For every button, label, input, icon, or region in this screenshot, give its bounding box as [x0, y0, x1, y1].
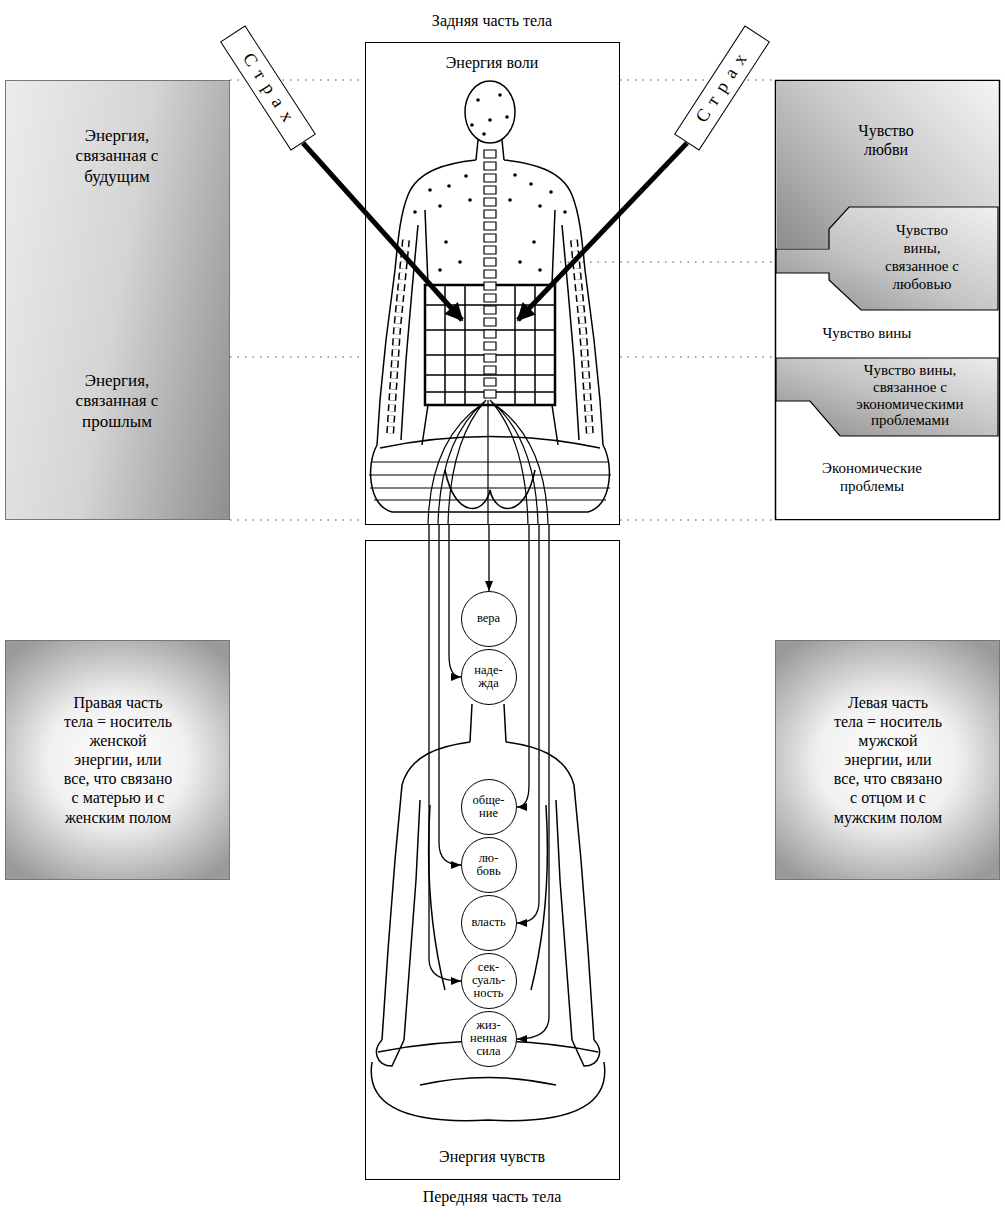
energy-label: Энергия воли — [366, 53, 618, 72]
front-frame: Энергия чувствПередняя часть телаверанад… — [365, 540, 620, 1180]
energy-arrow — [429, 525, 461, 981]
circle-label: жиз- ненная сила — [468, 1019, 509, 1058]
feeling-tab: Чувство вины, связанное с экономическими… — [776, 357, 999, 437]
spine — [484, 150, 496, 398]
side-panel: Правая часть тела = носитель женской эне… — [5, 640, 230, 880]
panel-border — [776, 81, 1000, 520]
panel-text: Энергия, связанная с будущим — [70, 126, 164, 187]
band-text: Чувство вины, связанное с экономическими… — [840, 362, 980, 429]
value-circle: обще- ние — [461, 779, 517, 835]
energy-arrow — [449, 525, 461, 677]
figure-head — [465, 81, 515, 143]
circle-label: сек- суаль- ность — [468, 961, 509, 1000]
energy-dots — [413, 93, 567, 272]
circle-label: вера — [468, 612, 509, 625]
side-panel: Левая часть тела = носитель мужской энер… — [775, 640, 1000, 880]
value-circle: жиз- ненная сила — [461, 1011, 517, 1067]
feeling-tab: Чувство вины, связанное с любовью — [776, 205, 999, 312]
value-circle: сек- суаль- ность — [461, 953, 517, 1009]
leg-lines — [369, 462, 611, 500]
fear-label: Страх — [677, 29, 764, 147]
band-text: Чувство вины, связанное с любовью — [877, 221, 967, 293]
band-text: Чувство любви — [845, 121, 927, 159]
value-circle: наде- жда — [461, 649, 517, 705]
frame-heading: Передняя часть тела — [366, 1187, 618, 1206]
fear-arrow — [303, 143, 462, 320]
figure-back-outline — [371, 140, 610, 512]
energy-arrow — [517, 525, 539, 923]
feeling-band: Чувство вины — [777, 312, 998, 357]
band-text: Чувство вины — [802, 324, 932, 342]
energy-arrow — [488, 525, 489, 591]
value-circle: вера — [461, 591, 517, 647]
fear-arrow — [518, 143, 687, 320]
fear-bar: Страх — [674, 25, 770, 150]
radiating-energy — [428, 400, 548, 525]
figure-front-outline — [371, 704, 605, 1121]
energy-arrow — [439, 525, 461, 865]
panel-text: Левая часть тела = носитель мужской энер… — [832, 693, 944, 827]
energy-arrow — [517, 525, 529, 807]
time-panel: Энергия, связанная с будущимЭнергия, свя… — [5, 80, 230, 520]
feeling-band: Экономические проблемы — [777, 437, 998, 519]
energy-arrow — [517, 525, 549, 1039]
circle-label: наде- жда — [468, 664, 509, 690]
panel-text: Правая часть тела = носитель женской эне… — [62, 693, 174, 827]
band-shape — [776, 207, 998, 310]
circle-label: лю- бовь — [468, 852, 509, 878]
value-circle: власть — [461, 895, 517, 951]
band-text: Экономические проблемы — [802, 459, 942, 495]
circle-label: власть — [468, 916, 509, 929]
circle-label: обще- ние — [468, 794, 509, 820]
energy-label: Энергия чувств — [366, 1147, 618, 1166]
fear-bar: Страх — [220, 25, 316, 150]
band-shape — [776, 358, 998, 436]
frame-heading: Задняя часть тела — [366, 11, 618, 30]
value-circle: лю- бовь — [461, 837, 517, 893]
panel-text: Энергия, связанная с прошлым — [70, 371, 164, 432]
back-frame: Задняя часть телаЭнергия воли — [365, 42, 620, 525]
fear-label: Страх — [225, 28, 312, 146]
